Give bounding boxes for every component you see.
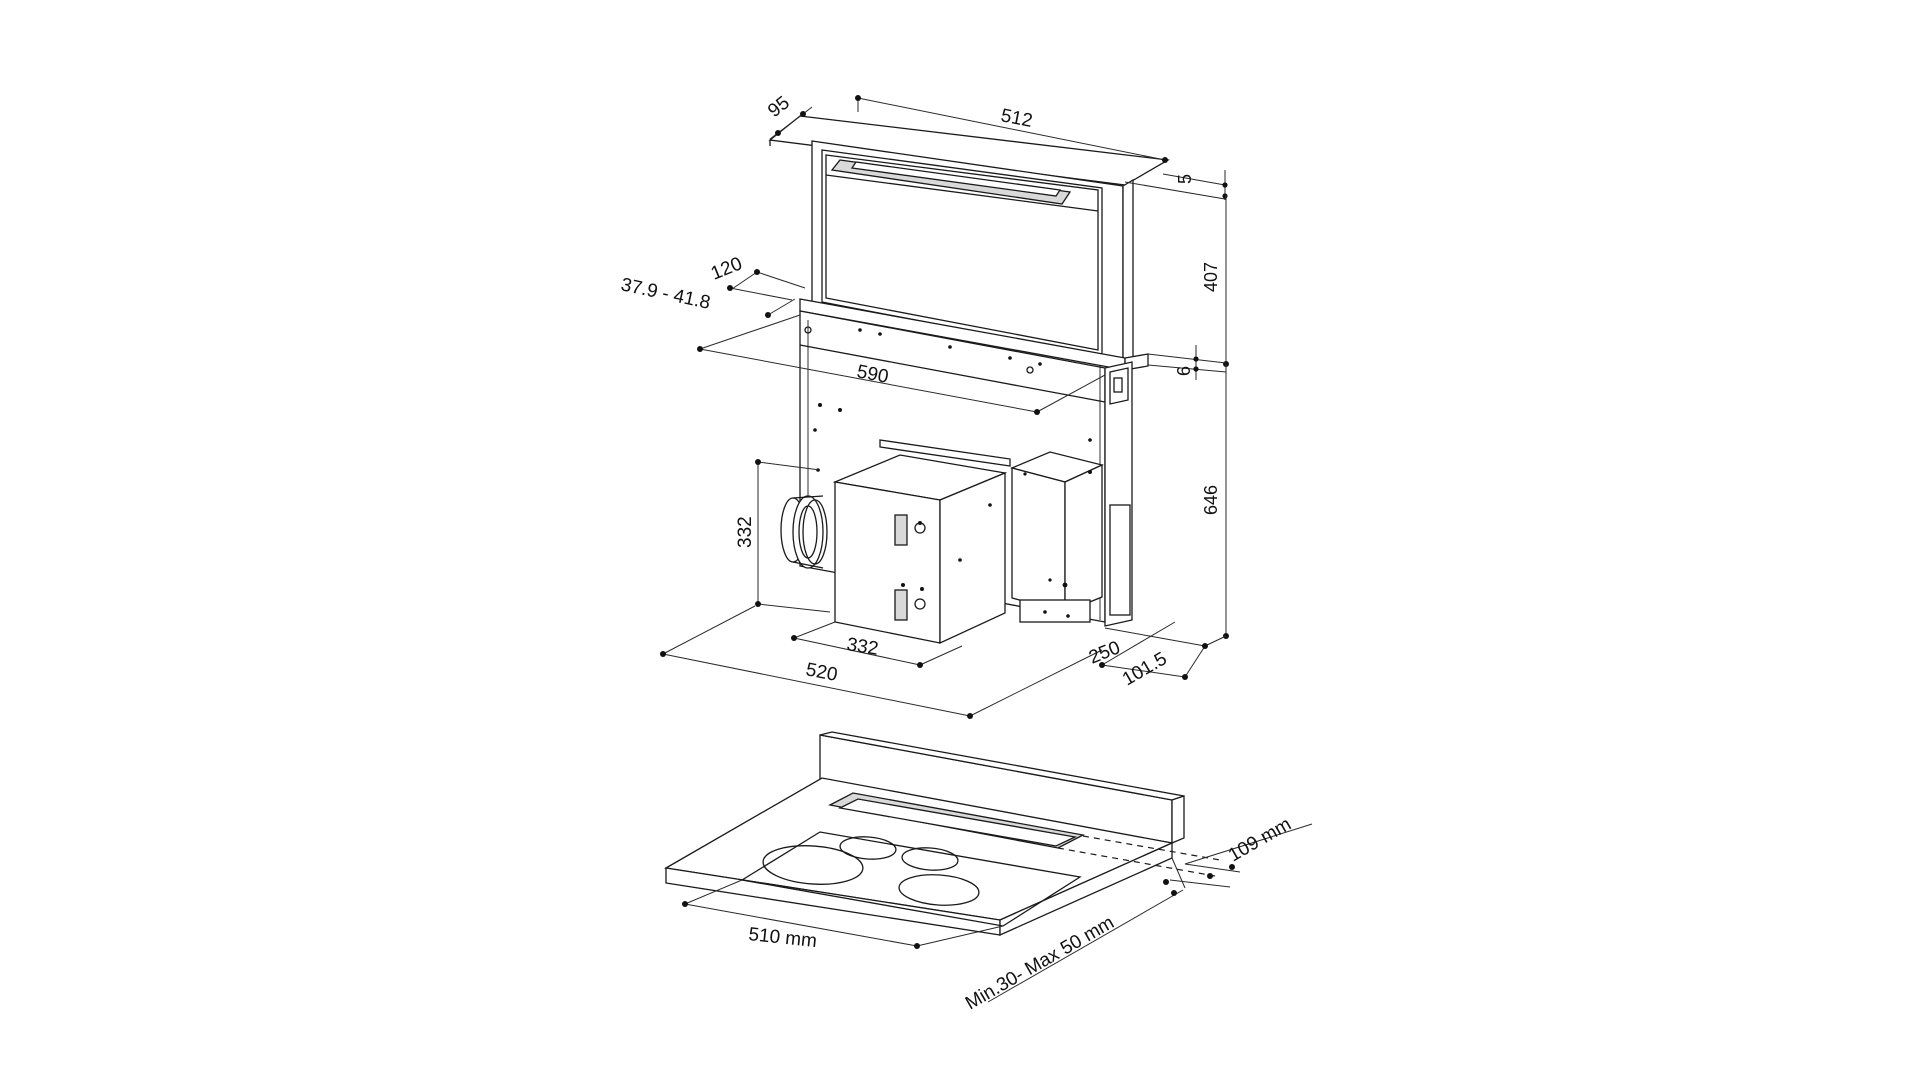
dim-250: 250 <box>1086 637 1123 668</box>
dim-120: 120 <box>708 253 745 284</box>
dimension-lines-upper <box>660 95 1229 719</box>
hob-glass <box>740 831 1082 927</box>
dim-407: 407 <box>1201 262 1221 292</box>
dim-646: 646 <box>1201 485 1221 515</box>
dim-332-vertical: 332 <box>735 516 756 548</box>
dim-95: 95 <box>764 92 794 122</box>
cooking-zones <box>762 836 980 906</box>
dim-109mm: 109 mm <box>1225 814 1295 867</box>
dim-101-5: 101.5 <box>1119 648 1171 690</box>
motor-box <box>832 454 1008 645</box>
dimension-lines-worktop <box>682 823 1313 1003</box>
hood-slot <box>828 792 1085 849</box>
dim-worktop-range: 37.9 - 41.8 <box>619 274 712 313</box>
hood-extension-panel <box>811 140 1134 365</box>
worktop-upstand <box>819 731 1185 844</box>
control-box <box>1009 451 1104 623</box>
fan-outlet <box>780 495 828 569</box>
dim-6: 6 <box>1174 366 1194 376</box>
dim-520: 520 <box>804 659 839 686</box>
dim-5: 5 <box>1175 174 1195 184</box>
dim-510mm: 510 mm <box>747 924 817 952</box>
dim-332-horizontal: 332 <box>845 634 880 660</box>
